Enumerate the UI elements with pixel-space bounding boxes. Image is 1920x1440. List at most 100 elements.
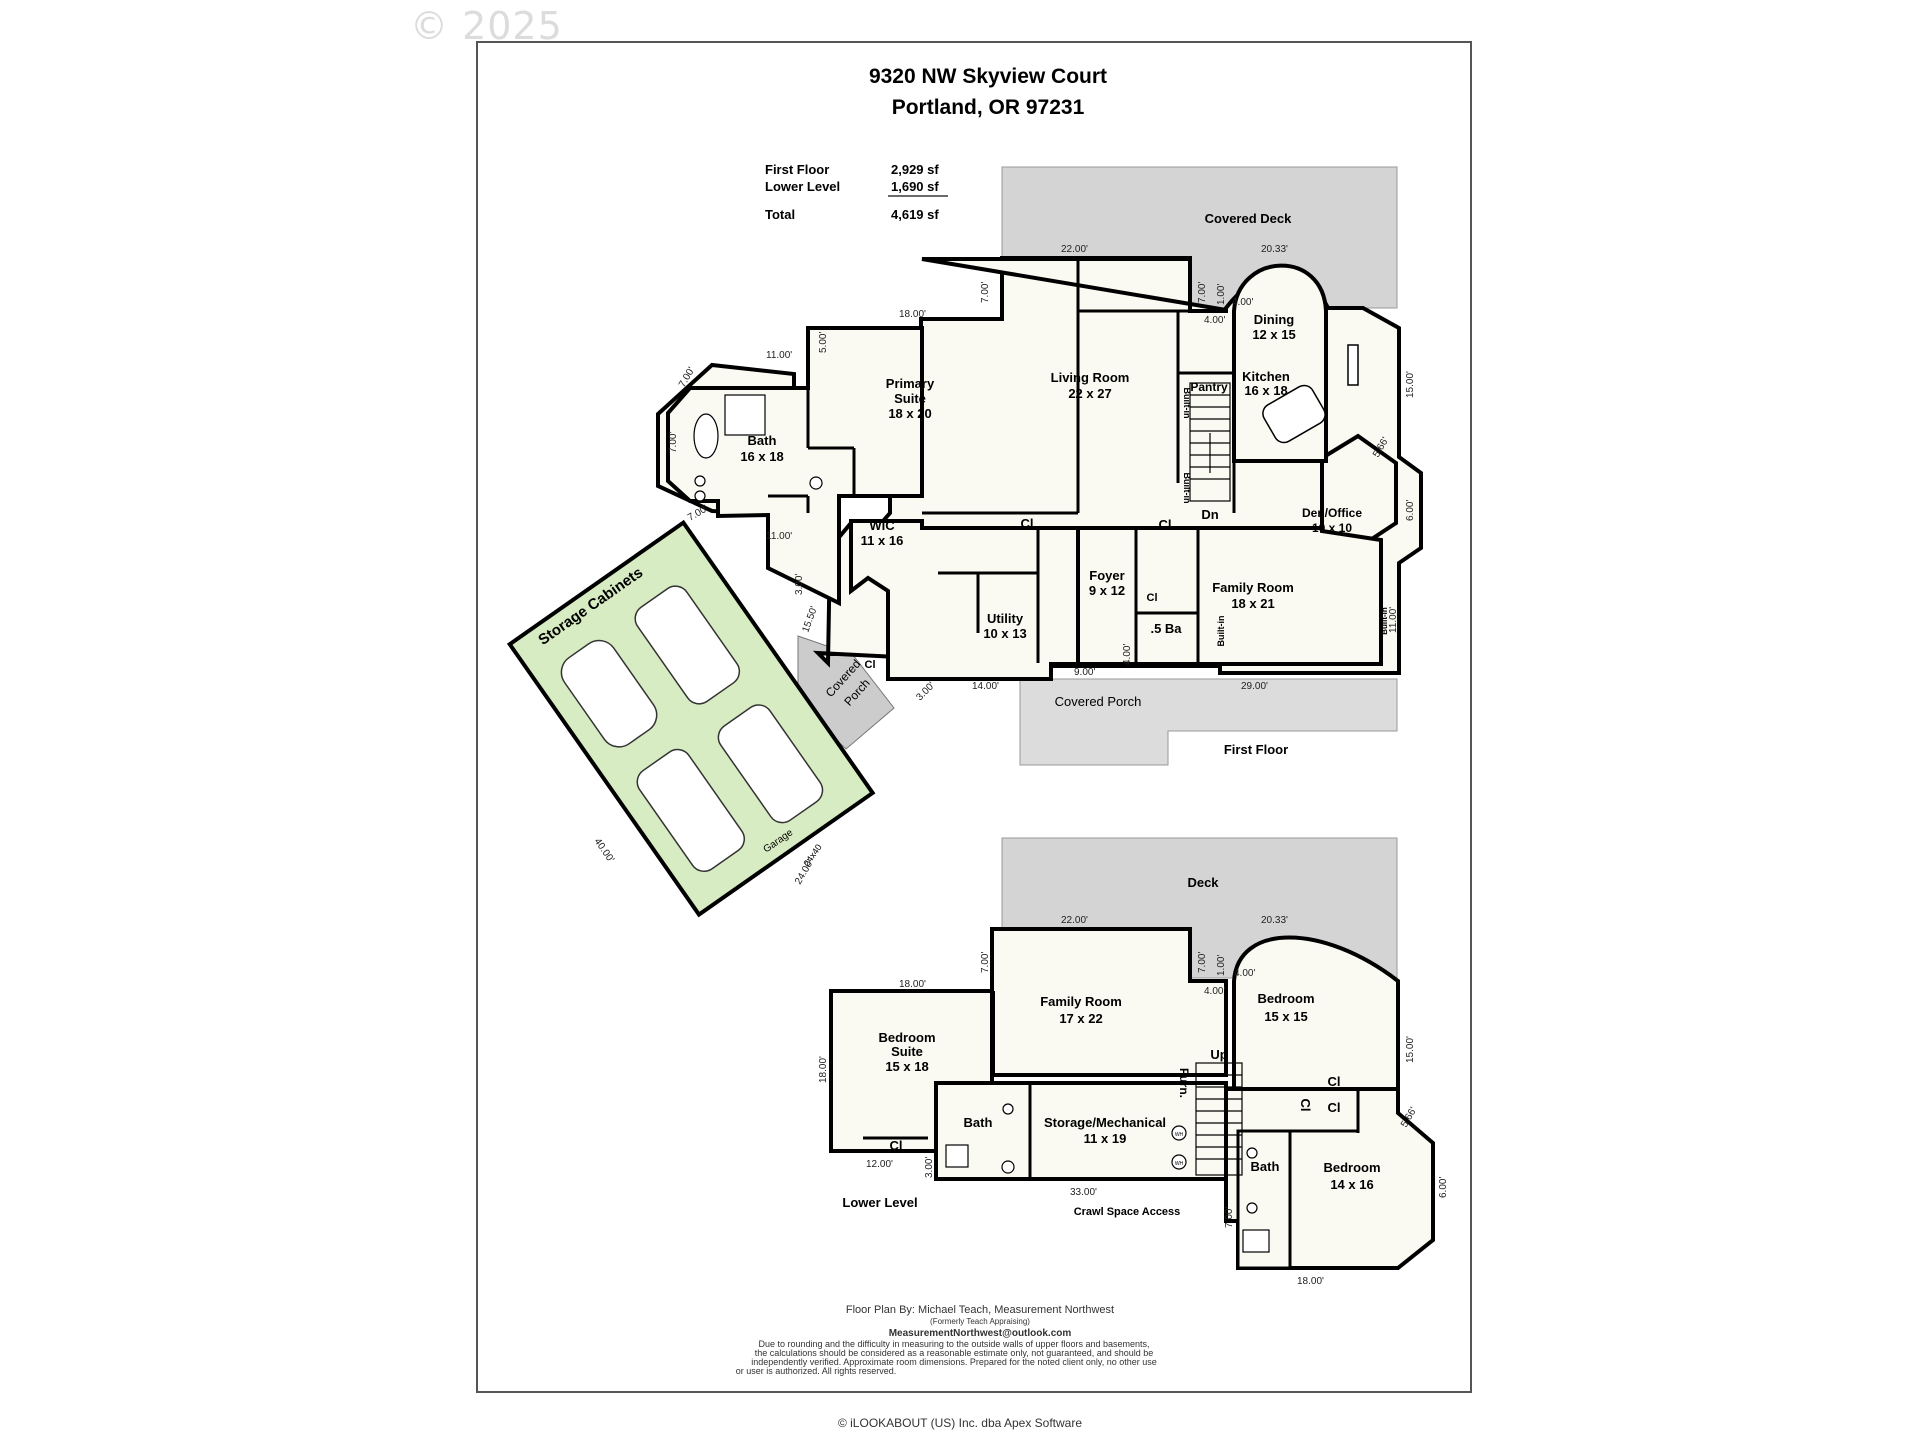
dim-lower-18a: 18.00'	[899, 979, 926, 990]
dining-name: Dining	[1254, 312, 1294, 327]
bedroom-suite-name-2: Suite	[891, 1044, 923, 1059]
dim-first-1400: 14.00'	[972, 681, 999, 692]
dim-first-300b: 3.00'	[914, 680, 937, 703]
total-area-label: Total	[765, 207, 795, 222]
lower-level-label: Lower Level	[842, 1195, 917, 1210]
first-floor-level-label: First Floor	[1224, 742, 1288, 757]
primary-suite-name-2: Suite	[894, 391, 926, 406]
lower-interior-walls	[863, 991, 1360, 1179]
dim-lower-1500: 15.00'	[1405, 1036, 1416, 1063]
main-living-block	[921, 257, 1228, 313]
dim-lower-22: 22.00'	[1061, 915, 1088, 926]
storage-mechanical-size: 11 x 19	[1084, 1131, 1127, 1146]
bath-name: Bath	[748, 433, 777, 448]
credit-line-2: (Formerly Teach Appraising)	[930, 1317, 1030, 1326]
bath-size: 16 x 18	[740, 449, 783, 464]
built-in-label-1: Built-in	[1182, 388, 1192, 419]
disclaimer-line-2: the calculations should be considered as…	[755, 1348, 1154, 1358]
lower-level-area-value: 1,690 sf	[891, 179, 939, 194]
credit-line-1: Floor Plan By: Michael Teach, Measuremen…	[846, 1304, 1114, 1316]
built-in-label-3: Built-in	[1216, 616, 1226, 647]
lower-family-room-name: Family Room	[1040, 994, 1122, 1009]
dim-lower-566: 5.66'	[1399, 1105, 1419, 1129]
built-in-label-4: Built-in	[1380, 607, 1389, 635]
lower-family-room-size: 17 x 22	[1059, 1011, 1102, 1026]
dim-lower-1200: 12.00'	[866, 1159, 893, 1170]
living-room-size: 22 x 27	[1068, 386, 1111, 401]
car-4	[717, 704, 824, 824]
bedroom-1-name: Bedroom	[1257, 991, 1314, 1006]
down-label: Dn	[1201, 507, 1218, 522]
dim-lower-600: 6.00'	[1438, 1177, 1449, 1198]
living-room-name: Living Room	[1051, 370, 1130, 385]
dim-lower-400a: 4.00'	[1234, 968, 1255, 979]
address-line-1: 9320 NW Skyview Court	[869, 65, 1107, 88]
furn-label: Furn.	[1177, 1068, 1191, 1098]
wic-name: WIC	[869, 518, 895, 533]
family-room-size: 18 x 21	[1231, 596, 1274, 611]
dim-first-400b: 4.00'	[1232, 297, 1253, 308]
lower-level-plan: Deck	[818, 837, 1449, 1287]
dim-lower-400b: 4.00'	[1204, 986, 1225, 997]
dim-lower-18c: 18.00'	[1297, 1276, 1324, 1287]
wic-size: 11 x 16	[861, 533, 904, 548]
copyright-watermark: © 2025	[410, 4, 563, 48]
dim-lower-18b: 18.00'	[818, 1056, 829, 1083]
primary-suite-name-1: Primary	[886, 376, 935, 391]
lower-closet-2: Cl	[1328, 1074, 1341, 1089]
disclaimer-line-3: independently verified. Approximate room…	[751, 1357, 1157, 1367]
footer-credit: © iLOOKABOUT (US) Inc. dba Apex Software	[837, 1416, 1083, 1430]
dim-first-700a: 7.00'	[980, 282, 991, 303]
kitchen-island	[1262, 344, 1359, 444]
lower-level-room-labels: Family Room 17 x 22 Bedroom Suite 15 x 1…	[842, 991, 1380, 1218]
dim-first-11b: 11.00'	[766, 531, 792, 542]
dim-lower-3300: 33.00'	[1070, 1187, 1097, 1198]
dim-lower-300: 3.00'	[924, 1157, 935, 1178]
covered-deck-label: Covered Deck	[1205, 211, 1292, 226]
closet-label-2: Cl	[1159, 517, 1172, 532]
dim-lower-100: 1.00'	[1216, 955, 1227, 976]
area-summary: First Floor 2,929 sf Lower Level 1,690 s…	[765, 162, 948, 222]
foyer-name: Foyer	[1089, 568, 1124, 583]
utility-name: Utility	[987, 611, 1024, 626]
dim-first-500: 5.00'	[818, 332, 829, 353]
dim-first-2900: 29.00'	[1241, 681, 1268, 692]
bedroom-2-name: Bedroom	[1323, 1160, 1380, 1175]
pantry-label: Pantry	[1190, 380, 1228, 394]
dim-first-300a: 3.00'	[794, 574, 805, 595]
water-heater-1	[1171, 1125, 1187, 1141]
disclaimer-line-1: Due to rounding and the difficulty in me…	[758, 1339, 1149, 1349]
bedroom-1-size: 15 x 15	[1264, 1009, 1307, 1024]
floor-plan-svg: 9320 NW Skyview Court Portland, OR 97231…	[506, 65, 1449, 1376]
car-3	[636, 748, 746, 873]
covered-porch-label: Covered Porch	[1055, 694, 1142, 709]
dim-first-22: 22.00'	[1061, 244, 1088, 255]
lower-bath-1: Bath	[964, 1115, 993, 1130]
dim-first-4000: 40.00'	[592, 836, 617, 864]
closet-label-4: Cl	[1147, 592, 1158, 604]
built-in-label-2: Built-in	[1182, 473, 1192, 504]
dim-first-900: 9.00'	[1074, 667, 1095, 678]
dim-first-2400: 24.00'	[793, 858, 816, 887]
dining-size: 12 x 15	[1252, 327, 1295, 342]
dim-lower-700b: 7.00'	[1197, 952, 1208, 973]
credit-line-3: MeasurementNorthwest@outlook.com	[889, 1328, 1072, 1339]
water-heater-2	[1171, 1154, 1187, 1170]
crawl-space-label: Crawl Space Access	[1074, 1206, 1181, 1218]
lower-level-area-label: Lower Level	[765, 179, 840, 194]
lower-dimensions: 22.00' 20.33' 18.00' 7.00' 7.00' 1.00' 4…	[818, 915, 1449, 1287]
lower-closet-4: Cl	[1298, 1099, 1313, 1112]
dim-first-100: 1.00'	[1216, 284, 1227, 305]
dim-first-1550: 15.50'	[800, 605, 820, 634]
first-floor-plan: Covered Deck Covered Porch Covered Porch	[506, 166, 1423, 918]
dim-first-2033: 20.33'	[1261, 244, 1288, 255]
plan-credits: Floor Plan By: Michael Teach, Measuremen…	[736, 1304, 1157, 1376]
lower-fixtures	[945, 1103, 1270, 1253]
family-room-block	[1076, 526, 1383, 666]
disclaimer-line-4: or user is authorized. All rights reserv…	[736, 1366, 897, 1376]
den-office-name: Den/Office	[1302, 506, 1362, 520]
interior-walls	[768, 259, 1322, 663]
bath-fixtures	[693, 394, 823, 502]
up-label: Up	[1210, 1047, 1227, 1062]
half-bath-label: .5 Ba	[1150, 621, 1182, 636]
